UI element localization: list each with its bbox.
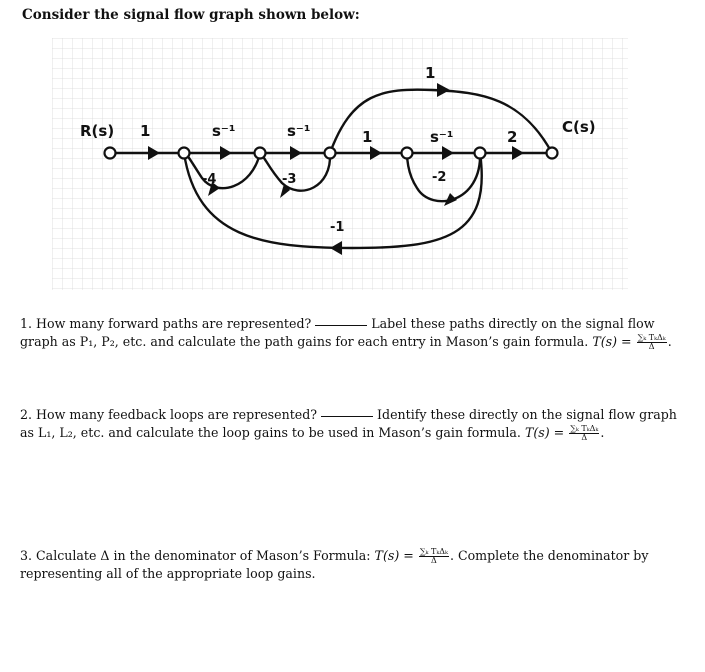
question-number: 1. xyxy=(20,316,33,331)
question-text: Calculate Δ in the denominator of Mason’… xyxy=(36,548,371,563)
arrowhead xyxy=(290,146,302,160)
branch-gain-label: s⁻¹ xyxy=(287,122,310,140)
arrowhead xyxy=(148,146,160,160)
loop-gain-label: -2 xyxy=(432,170,446,185)
loop-gain-label: -3 xyxy=(282,172,296,187)
output-label: C(s) xyxy=(562,118,596,136)
arrowhead xyxy=(280,184,290,198)
formula-lhs: T(s) = xyxy=(592,334,632,349)
arrowhead xyxy=(437,83,450,97)
question-number: 2. xyxy=(20,407,33,422)
branch-gain-label: 2 xyxy=(507,128,517,146)
loop-branch-minus2 xyxy=(405,151,482,203)
question-1: 1. How many forward paths are represente… xyxy=(20,316,672,351)
input-label: R(s) xyxy=(80,122,114,140)
loop-gain-label: -4 xyxy=(202,172,216,187)
node xyxy=(545,146,559,160)
question-2: 2. How many feedback loops are represent… xyxy=(20,407,677,442)
question-text: Label these paths directly on the signal… xyxy=(20,316,655,349)
bypass-gain-label: 1 xyxy=(425,64,435,82)
node xyxy=(323,146,337,160)
arrowhead xyxy=(442,146,454,160)
arrowhead xyxy=(208,182,220,196)
answer-blank[interactable] xyxy=(321,416,374,417)
loop-gain-label: -1 xyxy=(330,220,344,235)
loop-branch-minus1 xyxy=(182,151,483,250)
branch-gain-label: s⁻¹ xyxy=(212,122,235,140)
arrowhead xyxy=(220,146,232,160)
branch-gain-label: 1 xyxy=(140,122,150,140)
question-text: Complete the denominator by representing… xyxy=(20,548,649,581)
page-heading: Consider the signal flow graph shown bel… xyxy=(22,7,360,23)
branch-gain-label: s⁻¹ xyxy=(430,128,453,146)
bypass-branch xyxy=(328,88,554,155)
question-3: 3. Calculate Δ in the denominator of Mas… xyxy=(20,547,649,582)
loop-branch-minus3 xyxy=(258,151,332,192)
node xyxy=(103,146,117,160)
node xyxy=(177,146,191,160)
node xyxy=(253,146,267,160)
branch-gain-label: 1 xyxy=(362,128,372,146)
signal-flow-graph: R(s) C(s) 1 s⁻¹ s⁻¹ 1 s⁻¹ 2 1 -4 -3 -2 -… xyxy=(52,38,628,290)
answer-blank[interactable] xyxy=(315,325,368,326)
formula-lhs: T(s) = xyxy=(524,425,565,440)
node xyxy=(473,146,487,160)
arrowhead xyxy=(330,241,342,255)
formula-lhs: T(s) = xyxy=(374,548,414,563)
arrowhead xyxy=(512,146,524,160)
arrowhead xyxy=(444,193,457,206)
node xyxy=(400,146,414,160)
question-text: Identify these directly on the signal fl… xyxy=(20,407,677,440)
question-number: 3. xyxy=(20,548,33,563)
question-text: How many feedback loops are represented? xyxy=(36,407,318,422)
arrowhead xyxy=(370,146,382,160)
question-text: How many forward paths are represented? xyxy=(36,316,312,331)
